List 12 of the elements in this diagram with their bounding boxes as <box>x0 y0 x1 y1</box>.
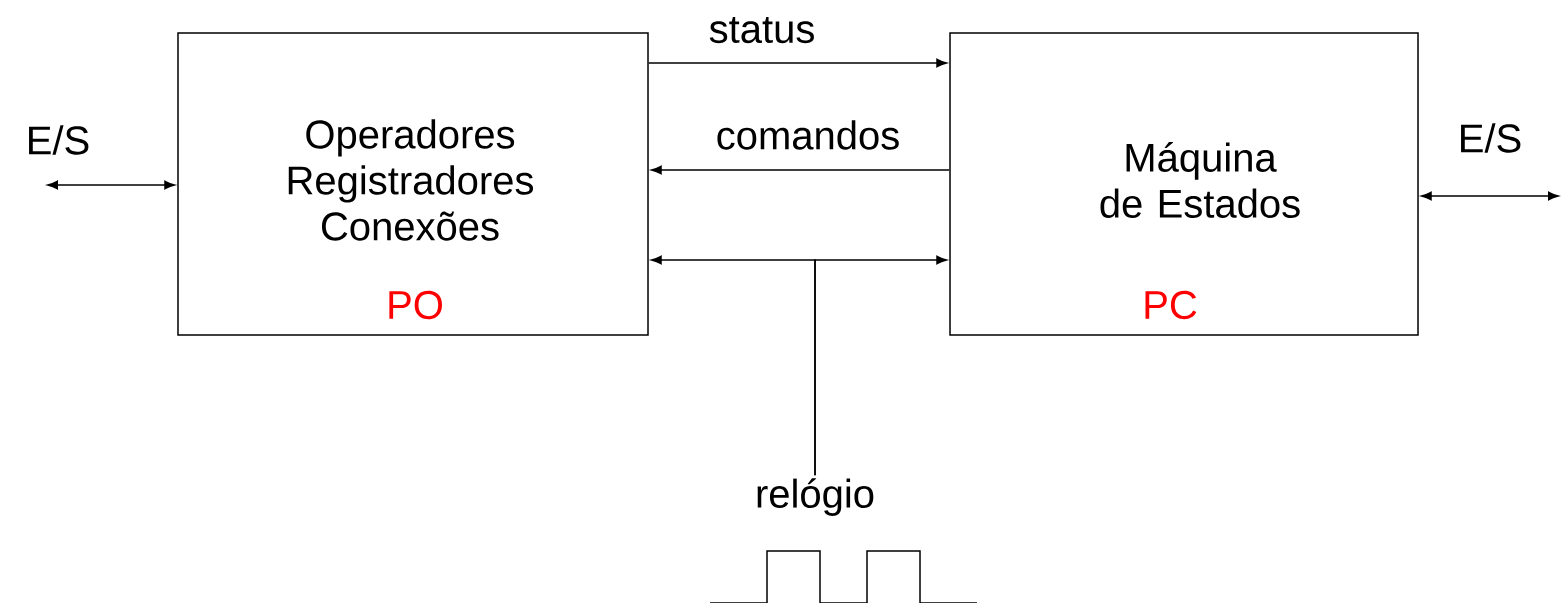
edge-label: E/S <box>29 125 89 155</box>
arrow <box>1421 191 1559 201</box>
arrow <box>648 58 947 68</box>
arrow <box>814 255 947 476</box>
process-box: Operadores Registradores Conexões PO <box>177 32 649 336</box>
edge-label: status <box>709 16 814 44</box>
process-box: Máquina de Estados PC <box>949 32 1419 336</box>
edge-label: E/S <box>1461 123 1521 153</box>
clock-label: relógio <box>757 478 874 516</box>
arrow <box>651 165 950 175</box>
edge-label: comandos <box>717 120 899 150</box>
arrow <box>47 180 175 190</box>
